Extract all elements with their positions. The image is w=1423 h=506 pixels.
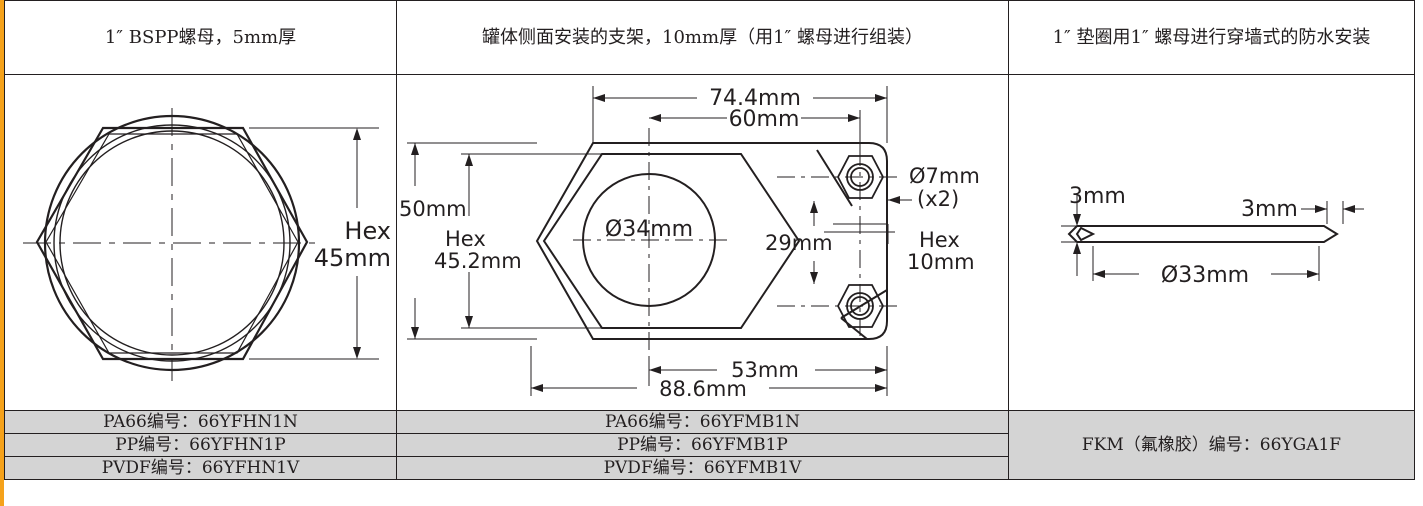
code-row-pvdf: PVDF编号：66YFHN1V PVDF编号：66YFMB1V xyxy=(4,456,1415,480)
washer-profile xyxy=(1067,225,1339,243)
header-bracket: 罐体侧面安装的支架，10mm厚（用1″ 螺母进行组装） xyxy=(396,0,1009,75)
bracket-outline xyxy=(535,142,888,340)
code-nut-pp: PP编号：66YFHN1P xyxy=(4,433,397,457)
nut-drawing-cell: Hex 45mm xyxy=(4,74,397,411)
spec-sheet: 1″ BSPP螺母，5mm厚 罐体侧面安装的支架，10mm厚（用1″ 螺母进行组… xyxy=(4,0,1420,503)
dim-mount-hole: Ø7mm xyxy=(909,164,980,188)
dim-total-length: 88.6mm xyxy=(659,377,747,401)
dim-inner-length: 53mm xyxy=(731,358,799,382)
code-bracket-pvdf: PVDF编号：66YFMB1V xyxy=(396,456,1009,480)
washer-thickness: 3mm xyxy=(1069,184,1126,209)
code-bracket-pp: PP编号：66YFMB1P xyxy=(396,433,1009,457)
dim-height: 50mm xyxy=(399,197,467,221)
dim-hole-offset: 29mm xyxy=(765,231,833,255)
dim-hex-label: Hex xyxy=(445,227,486,251)
code-nut-pa66: PA66编号：66YFHN1N xyxy=(4,410,397,434)
code-bracket-pa66: PA66编号：66YFMB1N xyxy=(396,410,1009,434)
bracket-hex xyxy=(542,153,801,329)
nut-hex-label: Hex xyxy=(344,217,391,245)
washer-drawing-cell: 3mm 3mm Ø33mm xyxy=(1008,74,1415,411)
washer-drawing: 3mm 3mm Ø33mm xyxy=(1061,184,1364,288)
bracket-drawing-cell: 74.4mm 60mm 50mm Hex 45.2mm Ø34mm 29mm Ø… xyxy=(396,74,1009,411)
washer-width: 3mm xyxy=(1241,197,1298,222)
dim-hole-spacing: 60mm xyxy=(729,107,800,132)
accent-stripe xyxy=(0,0,4,506)
header-washer: 1″ 垫圈用1″ 螺母进行穿墙式的防水安装 xyxy=(1008,0,1415,75)
code-washer-fkm: FKM（氟橡胶）编号：66YGA1F xyxy=(1008,410,1415,480)
dim-small-hex-size: 10mm xyxy=(907,250,975,274)
spec-table: 1″ BSPP螺母，5mm厚 罐体侧面安装的支架，10mm厚（用1″ 螺母进行组… xyxy=(4,0,1415,480)
dim-small-hex-label: Hex xyxy=(919,228,960,252)
nut-drawing: Hex 45mm xyxy=(23,108,391,381)
nut-hex-outline xyxy=(35,126,309,361)
header-row: 1″ BSPP螺母，5mm厚 罐体侧面安装的支架，10mm厚（用1″ 螺母进行组… xyxy=(4,0,1415,75)
header-nut: 1″ BSPP螺母，5mm厚 xyxy=(4,0,397,75)
code-row-pa66: PA66编号：66YFHN1N PA66编号：66YFMB1N FKM（氟橡胶）… xyxy=(4,410,1415,480)
washer-diameter: Ø33mm xyxy=(1161,263,1249,288)
dim-mount-hole-qty: (x2) xyxy=(917,187,959,211)
dim-overall-width: 74.4mm xyxy=(709,86,801,111)
dim-bore: Ø34mm xyxy=(605,217,693,242)
dim-hex-size: 45.2mm xyxy=(434,249,522,273)
bracket-drawing: 74.4mm 60mm 50mm Hex 45.2mm Ø34mm 29mm Ø… xyxy=(399,86,980,401)
drawing-row: Hex 45mm xyxy=(4,74,1415,411)
nut-hex-size: 45mm xyxy=(314,244,391,272)
code-nut-pvdf: PVDF编号：66YFHN1V xyxy=(4,456,397,480)
code-row-pp: PP编号：66YFHN1P PP编号：66YFMB1P xyxy=(4,433,1415,457)
